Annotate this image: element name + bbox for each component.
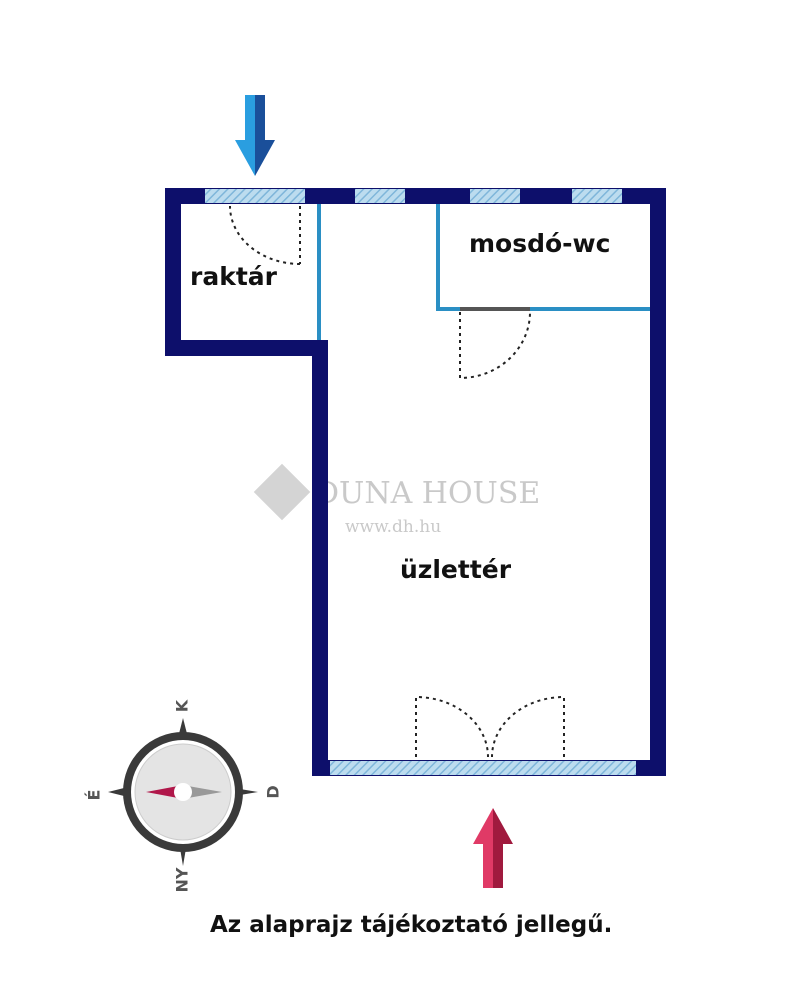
compass-label-e: É — [85, 790, 104, 801]
window — [572, 189, 622, 203]
interior-walls — [317, 204, 650, 340]
window — [205, 189, 305, 203]
watermark-brand: DUNA HOUSE — [315, 476, 540, 511]
compass-label-d: D — [264, 785, 283, 798]
room-label-shop: üzlettér — [400, 555, 512, 584]
compass-label-k: K — [173, 699, 192, 712]
watermark-logo-icon — [253, 463, 311, 521]
room-label-storage: raktár — [190, 262, 278, 291]
windows — [205, 189, 636, 775]
compass-needle-icon — [146, 786, 178, 798]
storage-door — [229, 205, 301, 265]
disclaimer-text: Az alaprajz tájékoztató jellegű. — [210, 912, 612, 938]
washroom-door — [459, 311, 531, 380]
compass: K D NY É — [85, 699, 283, 892]
window — [470, 189, 520, 203]
shop-entry-arrow-up-icon — [473, 808, 513, 888]
watermark: DUNA HOUSE www.dh.hu — [253, 463, 540, 537]
entry-arrow-down-icon — [235, 95, 275, 176]
watermark-url: www.dh.hu — [345, 517, 441, 537]
shop-double-door — [415, 695, 565, 758]
compass-label-ny: NY — [173, 867, 192, 892]
window — [355, 189, 405, 203]
room-label-washroom: mosdó-wc — [469, 229, 610, 258]
shopfront-window — [330, 761, 636, 775]
